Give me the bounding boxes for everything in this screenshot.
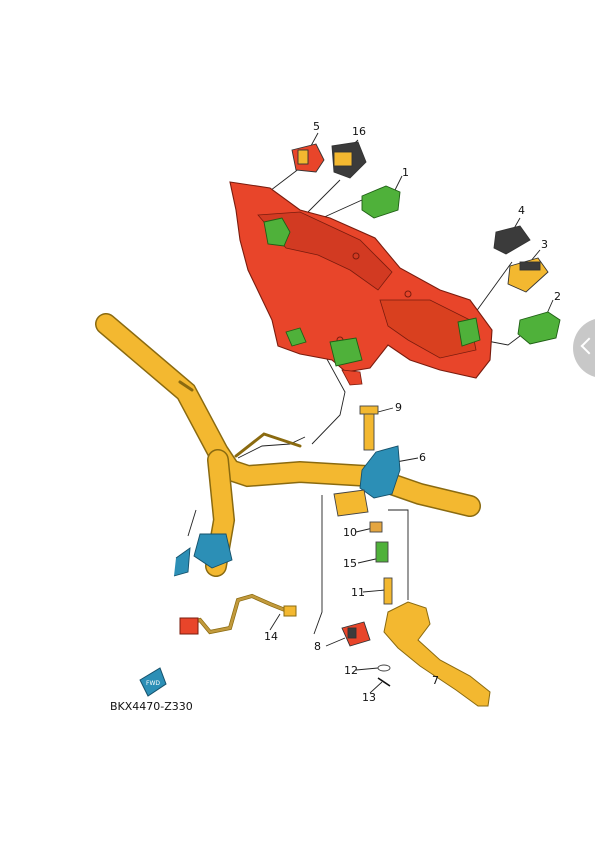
callout-14: 14 [264,630,278,643]
callout-13: 13 [362,691,376,704]
callout-1: 1 [402,166,409,179]
callout-8: 8 [314,640,321,653]
relay-parts [291,141,549,293]
callout-11: 11 [351,586,365,599]
front-arrow-icon: FWD [139,667,167,697]
callout-2: 2 [554,290,561,303]
chevron-right-icon [580,337,595,355]
callout-6: 6 [419,451,426,464]
callout-4: 4 [518,204,525,217]
arrow-badge-label: FWD [146,680,160,687]
switch-8 [341,621,371,647]
callout-7: 7 [432,674,439,687]
headlight-bracket [229,181,493,386]
callout-15: 15 [343,557,357,570]
hardware-parts [333,405,393,687]
callout-12: 12 [344,664,358,677]
callout-16: 16 [352,125,366,138]
callout-labels: 1 2 3 4 5 6 7 8 9 10 11 12 13 14 15 16 [264,120,561,704]
callout-9: 9 [395,401,402,414]
green-connectors [263,185,561,367]
callout-10: 10 [343,526,357,539]
clutch-lever [383,601,491,707]
diagram-code: BKX4470-Z330 [110,700,193,713]
next-page-handle[interactable] [573,318,595,378]
callout-3: 3 [541,238,548,251]
lever-holders [173,445,401,577]
callout-5: 5 [313,120,320,133]
switch-cable [179,593,297,635]
